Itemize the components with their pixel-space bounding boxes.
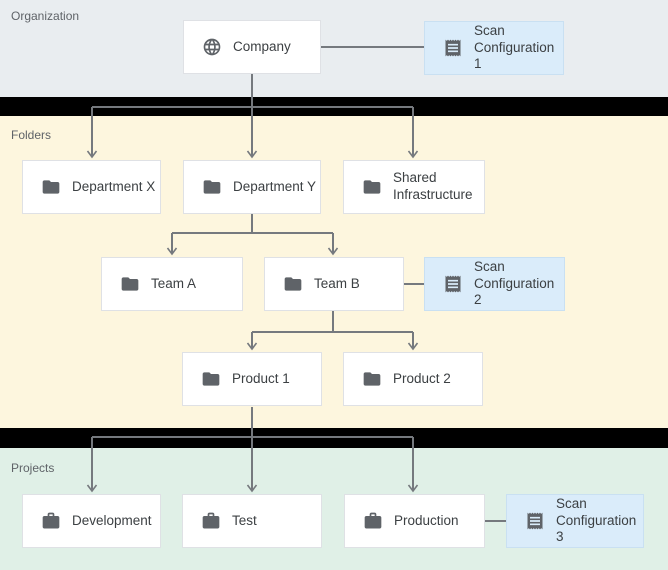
node-label: Team A <box>151 275 197 291</box>
node-label: Scan Configuration 1 <box>474 22 555 72</box>
folder-icon <box>41 177 61 197</box>
globe-icon <box>202 37 222 57</box>
receipt-icon <box>525 511 545 531</box>
node-label: Production <box>394 512 459 528</box>
node-product-1: Product 1 <box>182 352 322 406</box>
node-label: Department X <box>72 178 156 194</box>
band-label-projects: Projects <box>11 461 55 475</box>
node-shared-infrastructure: Shared Infrastructure <box>343 160 485 214</box>
node-scan-configuration-2: Scan Configuration 2 <box>424 257 565 311</box>
briefcase-icon <box>41 511 61 531</box>
node-label: Department Y <box>233 178 317 194</box>
node-team-b: Team B <box>264 257 404 311</box>
node-label: Team B <box>314 275 360 291</box>
node-label: Scan Configuration 3 <box>556 495 637 545</box>
node-department-y: Department Y <box>183 160 321 214</box>
folder-icon <box>120 274 140 294</box>
arrowhead <box>246 342 258 351</box>
connector-depty-children <box>171 214 334 254</box>
connector-teamb-children <box>251 311 414 349</box>
briefcase-icon <box>201 511 221 531</box>
folder-icon <box>362 369 382 389</box>
arrowhead <box>407 342 419 351</box>
folder-icon <box>201 369 221 389</box>
node-label: Test <box>232 512 257 528</box>
node-department-x: Department X <box>22 160 161 214</box>
node-development: Development <box>22 494 161 548</box>
arrowhead <box>246 150 258 159</box>
arrowhead <box>86 484 98 493</box>
band-label-organization: Organization <box>11 9 80 23</box>
band-label-folders: Folders <box>11 128 52 142</box>
folder-icon <box>202 177 222 197</box>
arrowhead <box>327 247 339 256</box>
node-label: Development <box>72 512 152 528</box>
connector-company-children <box>91 74 414 157</box>
arrowhead <box>86 150 98 159</box>
briefcase-icon <box>363 511 383 531</box>
node-label: Shared Infrastructure <box>393 170 473 202</box>
node-production: Production <box>344 494 485 548</box>
arrowhead <box>246 484 258 493</box>
node-team-a: Team A <box>101 257 243 311</box>
node-product-2: Product 2 <box>343 352 483 406</box>
node-label: Company <box>233 38 291 54</box>
node-scan-configuration-3: Scan Configuration 3 <box>506 494 644 548</box>
receipt-icon <box>443 38 463 58</box>
node-label: Product 2 <box>393 370 451 386</box>
node-label: Scan Configuration 2 <box>474 258 555 308</box>
folder-icon <box>362 177 382 197</box>
node-test: Test <box>182 494 322 548</box>
connector-product1-children <box>91 407 414 491</box>
node-label: Product 1 <box>232 370 290 386</box>
arrowhead <box>166 247 178 256</box>
receipt-icon <box>443 274 463 294</box>
node-company: Company <box>183 20 321 74</box>
node-scan-configuration-1: Scan Configuration 1 <box>424 21 564 75</box>
arrowhead <box>407 484 419 493</box>
arrowhead <box>407 150 419 159</box>
folder-icon <box>283 274 303 294</box>
